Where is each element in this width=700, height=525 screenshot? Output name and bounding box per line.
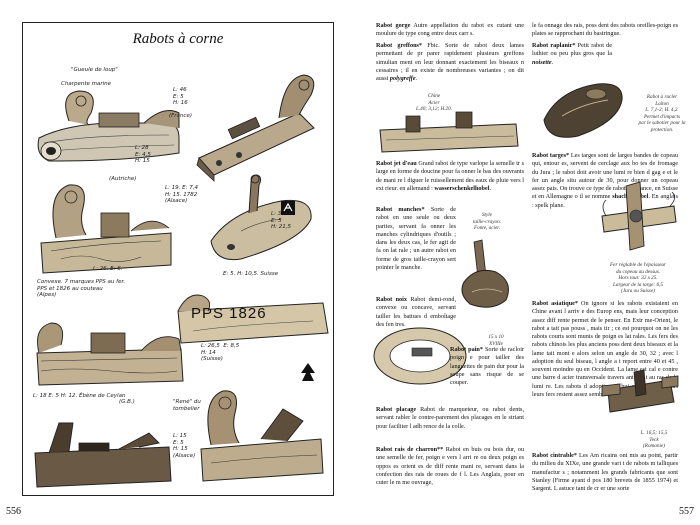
entry-body: Rabot en buis ou bois dur, ou une semell… xyxy=(376,446,524,486)
note-dim1: L: 46 E: 5 H: 16 xyxy=(173,87,188,107)
note-dim5: E: 5. H: 10,5. Suisse xyxy=(223,271,279,277)
entry-head: Rabot manches* xyxy=(376,206,425,213)
illustration-frame: Rabots à corne "Gueule de loup" Charpent… xyxy=(22,22,334,496)
entry-manches: Rabot manches* Sorte de rabot en une seu… xyxy=(376,206,456,272)
entry-body: Les Am ricains ont mis au point, partir … xyxy=(532,452,678,492)
plane-gb-sketch xyxy=(34,422,172,488)
plane-round-alsace-sketch xyxy=(210,174,312,261)
entry-term: noisette xyxy=(532,58,552,66)
plane-raplanir-sketch xyxy=(543,83,623,138)
entry-body: le fa onnage des rais, poss dent des rab… xyxy=(532,22,678,38)
plane-targes-sketch xyxy=(601,181,677,251)
entry-body: Sorte de racloir poign e pour tailler de… xyxy=(450,346,524,386)
plane-suisse-sketch xyxy=(36,322,184,386)
plane-manches-sketch xyxy=(461,239,509,308)
entry-gorge: Rabot gorge Autre appellation du rabot e… xyxy=(376,22,524,39)
entry-charron: Rabot rais de charron** Rabot en buis ou… xyxy=(376,446,524,487)
note-dim7: L: 26,5 E: 8,5 H: 14 (Suisse) xyxy=(201,343,240,363)
entry-head: Rabot gorge xyxy=(376,22,411,29)
note-gueule: "Gueule de loup" xyxy=(71,67,118,73)
entry-cintrable: Rabot cintrable* Les Am ricains ont mis … xyxy=(532,452,678,493)
note-french1: (France) xyxy=(169,113,192,119)
entry-head: Rabot rais de charron** xyxy=(376,446,444,453)
plane-pain-sketch xyxy=(373,327,467,385)
entry-body: Rabot demi-rond, convexe ou concave, ser… xyxy=(376,296,456,328)
entry-greffons: Rabot greffons* Fbic. Sorte de rabot deu… xyxy=(376,42,524,82)
caption-manches: Style taille-crayon. Fonte, acier. xyxy=(472,212,502,231)
right-folio: 557 xyxy=(679,506,694,517)
left-page: Rabots à corne "Gueule de loup" Charpent… xyxy=(6,22,334,517)
plane-pps-1826-sketch xyxy=(177,294,329,344)
stamp-mark-icon xyxy=(281,201,295,215)
caption-asiatique: L. 16,5; 15,5 Teck (Romanie) xyxy=(640,430,668,449)
entry-noix: Rabot noix Rabot demi-rond, convexe ou c… xyxy=(376,296,456,329)
page-title: Rabots à corne xyxy=(132,31,224,47)
caption-targes: Fer réglable de l'épaisseur du copeau au… xyxy=(610,262,666,294)
entry-body: Rabot de marqueteur, ou rabot dents, ser… xyxy=(376,406,524,430)
entry-jet-deau: Rabot jet d'eau Grand rabot de type varl… xyxy=(376,160,524,192)
entry-head: Rabot placage xyxy=(376,406,417,413)
note-dim8: L: 18 E: 5 H: 12. Ébène de Ceylan xyxy=(33,393,126,399)
plane-gueule-de-loup-sketch xyxy=(37,90,180,162)
entry-head: Rabot jet d'eau xyxy=(376,160,417,167)
entry-continued: le fa onnage des rais, poss dent des rab… xyxy=(532,22,678,39)
note-dim6: L: 26. E: 6. xyxy=(93,266,123,272)
entry-head: Rabot asiatique* xyxy=(532,300,578,307)
note-rene: "René" du tombelier xyxy=(173,399,201,412)
caption-raplanir: Rabot à racler Laiton L. 7,1-2; H. 4,2. … xyxy=(638,94,686,133)
right-page: Rabot gorge Autre appellation du rabot e… xyxy=(350,0,700,525)
entry-placage: Rabot placage Rabot de marqueteur, ou ra… xyxy=(376,406,524,431)
entry-body: Petit rabot de luthier ou peu plus gros … xyxy=(532,42,612,58)
caption-greffons: Chine Acier L.40; 3,12; H.20. xyxy=(415,93,453,112)
entry-head: Rabot noix xyxy=(376,296,407,303)
note-dim9: L: 15 E: 5 H: 15 (Alsace) xyxy=(173,433,196,459)
entry-term: polygreffe xyxy=(389,75,416,82)
caption-pain: 15 x 10 XVIIIe xyxy=(488,334,504,347)
entry-body: Les targes sont de larges bandes de cope… xyxy=(532,152,678,201)
entry-body: Grand rabot de type varlope la semelle t… xyxy=(376,160,524,192)
entry-term: wasserschenkelhobel xyxy=(434,184,490,192)
entry-head: Rabot pain* xyxy=(450,346,483,353)
plane-asiatique-sketch xyxy=(601,369,679,413)
note-dim2: L: 28 E: 4,5 H: 15 xyxy=(135,145,151,165)
entry-head: Rabot cintrable* xyxy=(532,452,577,459)
note-autriche: (Autriche) xyxy=(109,176,137,182)
note-dim3: L: 19. E: 7,4 H: 15. 1782 (Alsace) xyxy=(165,185,198,205)
plane-autriche-sketch xyxy=(40,184,172,274)
plane-greffons-sketch xyxy=(379,111,519,153)
entry-head: Rabot raplanir* xyxy=(532,42,576,49)
plane-rene-sketch xyxy=(200,390,324,482)
left-folio: 556 xyxy=(6,506,21,517)
note-convexe: Convexe. 7 marques PPS au fer. PPS et 18… xyxy=(37,279,125,299)
entry-head: Rabot greffons* xyxy=(376,42,423,49)
note-gb: (G.B.) xyxy=(119,399,135,405)
entry-body: Sorte de rabot en une seule ou deux part… xyxy=(376,206,456,271)
entry-head: Rabot targes* xyxy=(532,152,570,159)
pps-1826-stamp: PPS 1826 xyxy=(191,305,267,322)
entry-raplanir: Rabot raplanir* Petit rabot de luthier o… xyxy=(532,42,612,66)
entry-body: Autre appellation du rabot ex cutant une… xyxy=(376,22,524,38)
tree-mark-icon xyxy=(301,363,315,381)
plane-horn-topright-sketch xyxy=(196,74,315,182)
entry-pain: Rabot pain* Sorte de racloir poign e pou… xyxy=(450,346,524,387)
note-charpente: Charpente marine xyxy=(61,81,111,87)
entry-body: Fbic. Sorte de rabot deux lames permetta… xyxy=(376,42,524,82)
